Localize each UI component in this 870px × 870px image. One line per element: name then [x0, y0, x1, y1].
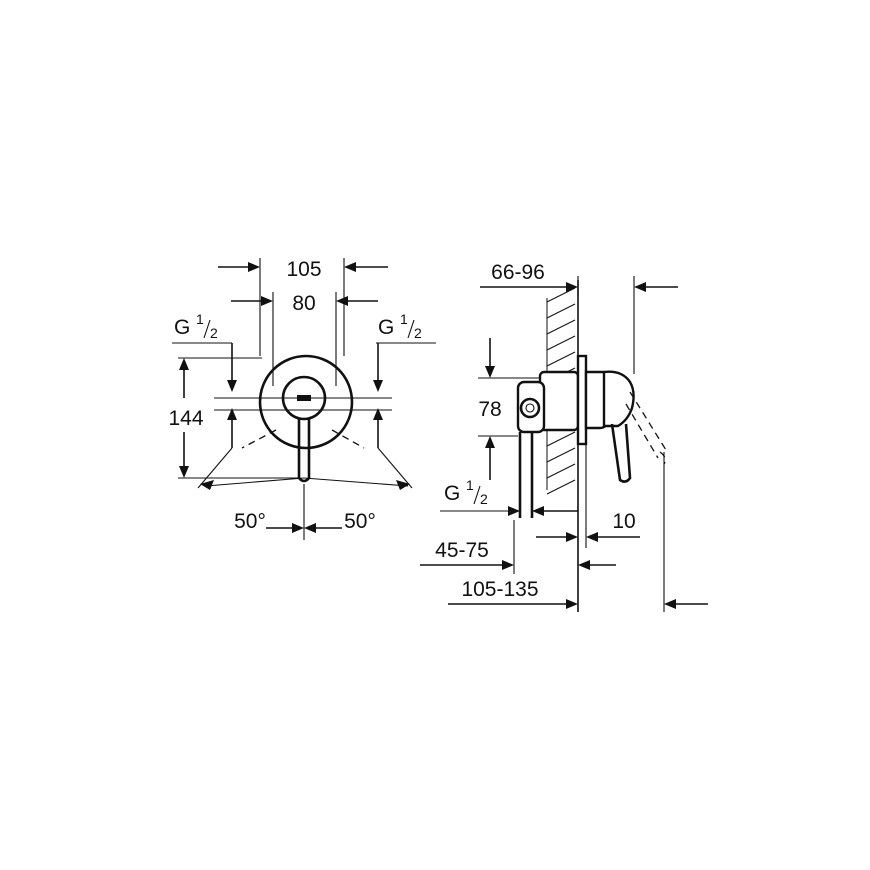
- angle-left-label: 50°: [234, 510, 266, 533]
- svg-text:2: 2: [414, 325, 422, 341]
- thread-side-label: G 1 2: [444, 477, 488, 507]
- svg-text:1: 1: [400, 311, 408, 327]
- thread-left-label: G 1 2: [174, 311, 218, 341]
- side-view: 66-96 78 G 1 2 10: [420, 261, 708, 612]
- front-lever: [297, 418, 311, 483]
- dim-66-96-label: 66-96: [491, 261, 545, 284]
- svg-text:1: 1: [196, 311, 204, 327]
- dim-45-75-label: 45-75: [435, 539, 489, 562]
- handle-head: [602, 370, 635, 428]
- svg-text:G: G: [444, 482, 460, 505]
- dim-10-label: 10: [612, 510, 635, 533]
- svg-text:2: 2: [210, 325, 218, 341]
- svg-text:G: G: [174, 316, 190, 339]
- angle-right-label: 50°: [344, 510, 376, 533]
- svg-text:G: G: [378, 316, 394, 339]
- inlet-pipe: [518, 432, 534, 518]
- dim-144-label: 144: [168, 407, 203, 430]
- dim-80-label: 80: [292, 292, 315, 315]
- front-view: 105 80 G 1 2 G 1 2: [168, 258, 436, 540]
- svg-text:2: 2: [480, 491, 488, 507]
- svg-text:1: 1: [466, 477, 474, 493]
- escutcheon-plate: [258, 354, 354, 450]
- inlet-port: [519, 397, 541, 419]
- dim-105-135-label: 105-135: [461, 578, 538, 601]
- side-lever: [610, 423, 632, 483]
- thread-right-label: G 1 2: [378, 311, 422, 341]
- dim-105-label: 105: [286, 258, 321, 281]
- valve-body: [538, 370, 580, 432]
- dim-78-label: 78: [478, 398, 501, 421]
